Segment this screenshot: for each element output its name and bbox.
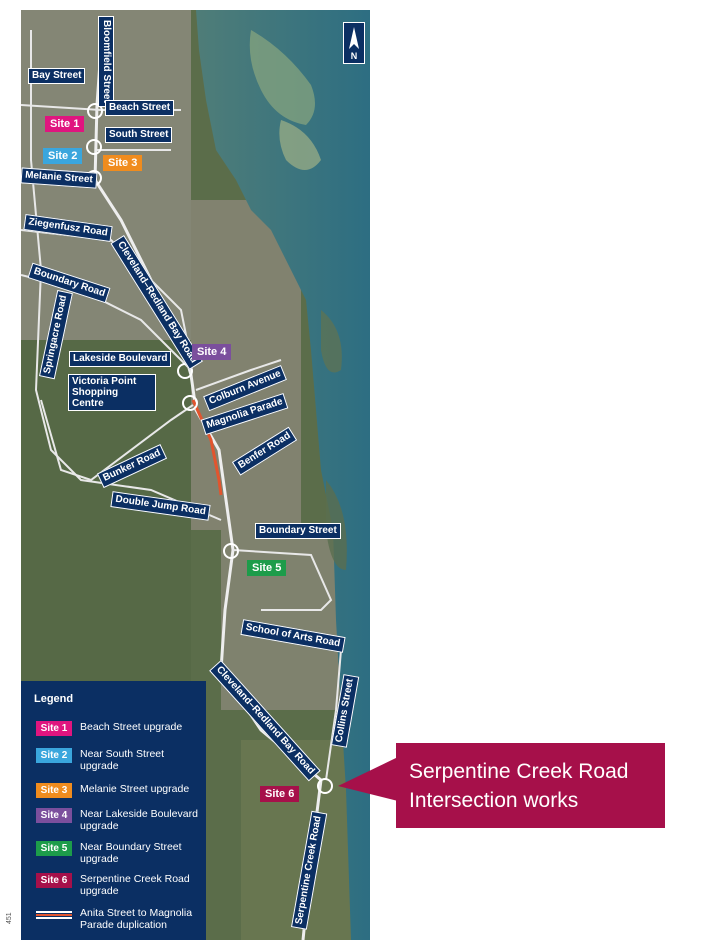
legend-text: Anita Street to Magnolia Parade duplicat…	[80, 907, 193, 931]
callout-line1: Serpentine Creek Road	[409, 760, 629, 783]
page-number: 451	[6, 912, 13, 924]
intersection-marker-shopping-centre	[182, 395, 198, 411]
north-arrow: N	[343, 22, 365, 64]
legend-text: Beach Street upgrade	[80, 721, 183, 733]
legend-badge: Site 2	[36, 748, 72, 763]
label-bay-street: Bay Street	[28, 68, 86, 84]
legend-text: Near Boundary Street upgrade	[80, 841, 182, 865]
site-3-badge: Site 3	[103, 155, 143, 171]
legend-item-site3: Site 3 Melanie Street upgrade	[36, 783, 189, 798]
label-boundary-street: Boundary Street	[255, 523, 341, 539]
label-bloomfield-street: Bloomfield Street	[98, 16, 114, 107]
legend-badge: Site 3	[36, 783, 72, 798]
label-beach-street: Beach Street	[105, 100, 175, 116]
legend-badge: Site 6	[36, 873, 72, 888]
north-label: N	[350, 51, 358, 61]
callout-line2: Intersection works	[409, 789, 579, 812]
legend-panel: Legend Site 1 Beach Street upgrade Site …	[21, 681, 206, 940]
site-6-badge: Site 6	[260, 786, 300, 802]
intersection-marker-site5	[223, 543, 239, 559]
legend-badge: Site 1	[36, 721, 72, 736]
callout-box: Serpentine Creek Road Intersection works	[396, 743, 665, 828]
legend-item-site2: Site 2 Near South Street upgrade	[36, 748, 190, 772]
legend-item-site5: Site 5 Near Boundary Street upgrade	[36, 841, 195, 865]
aerial-map: Bloomfield Street Bay Street Beach Stree…	[21, 10, 370, 940]
label-south-street: South Street	[105, 127, 173, 143]
legend-text: Near Lakeside Boulevard upgrade	[80, 808, 198, 832]
site-5-badge: Site 5	[247, 560, 287, 576]
duplication-line-icon	[36, 911, 72, 919]
legend-text: Serpentine Creek Road upgrade	[80, 873, 190, 897]
intersection-marker-site6	[317, 778, 333, 794]
legend-badge: Site 4	[36, 808, 72, 823]
legend-text: Melanie Street upgrade	[80, 783, 190, 795]
site-2-badge: Site 2	[43, 148, 83, 164]
intersection-marker-site1	[87, 103, 103, 119]
north-arrow-icon	[349, 27, 359, 49]
legend-item-site6: Site 6 Serpentine Creek Road upgrade	[36, 873, 195, 897]
site-1-badge: Site 1	[45, 116, 85, 132]
legend-badge: Site 5	[36, 841, 72, 856]
label-victoria-point-shopping-centre: Victoria Point Shopping Centre	[68, 374, 156, 411]
legend-item-duplication: Anita Street to Magnolia Parade duplicat…	[36, 907, 205, 931]
callout-text: Serpentine Creek Road Intersection works	[409, 757, 628, 815]
legend-text: Near South Street upgrade	[80, 748, 165, 772]
legend-item-site4: Site 4 Near Lakeside Boulevard upgrade	[36, 808, 205, 832]
callout-pointer	[338, 757, 398, 801]
label-lakeside-boulevard: Lakeside Boulevard	[69, 351, 172, 367]
site-4-badge: Site 4	[192, 344, 232, 360]
legend-item-site1: Site 1 Beach Street upgrade	[36, 721, 182, 736]
legend-title: Legend	[34, 693, 74, 705]
map-terrain	[21, 10, 370, 940]
intersection-marker-site2	[86, 139, 102, 155]
